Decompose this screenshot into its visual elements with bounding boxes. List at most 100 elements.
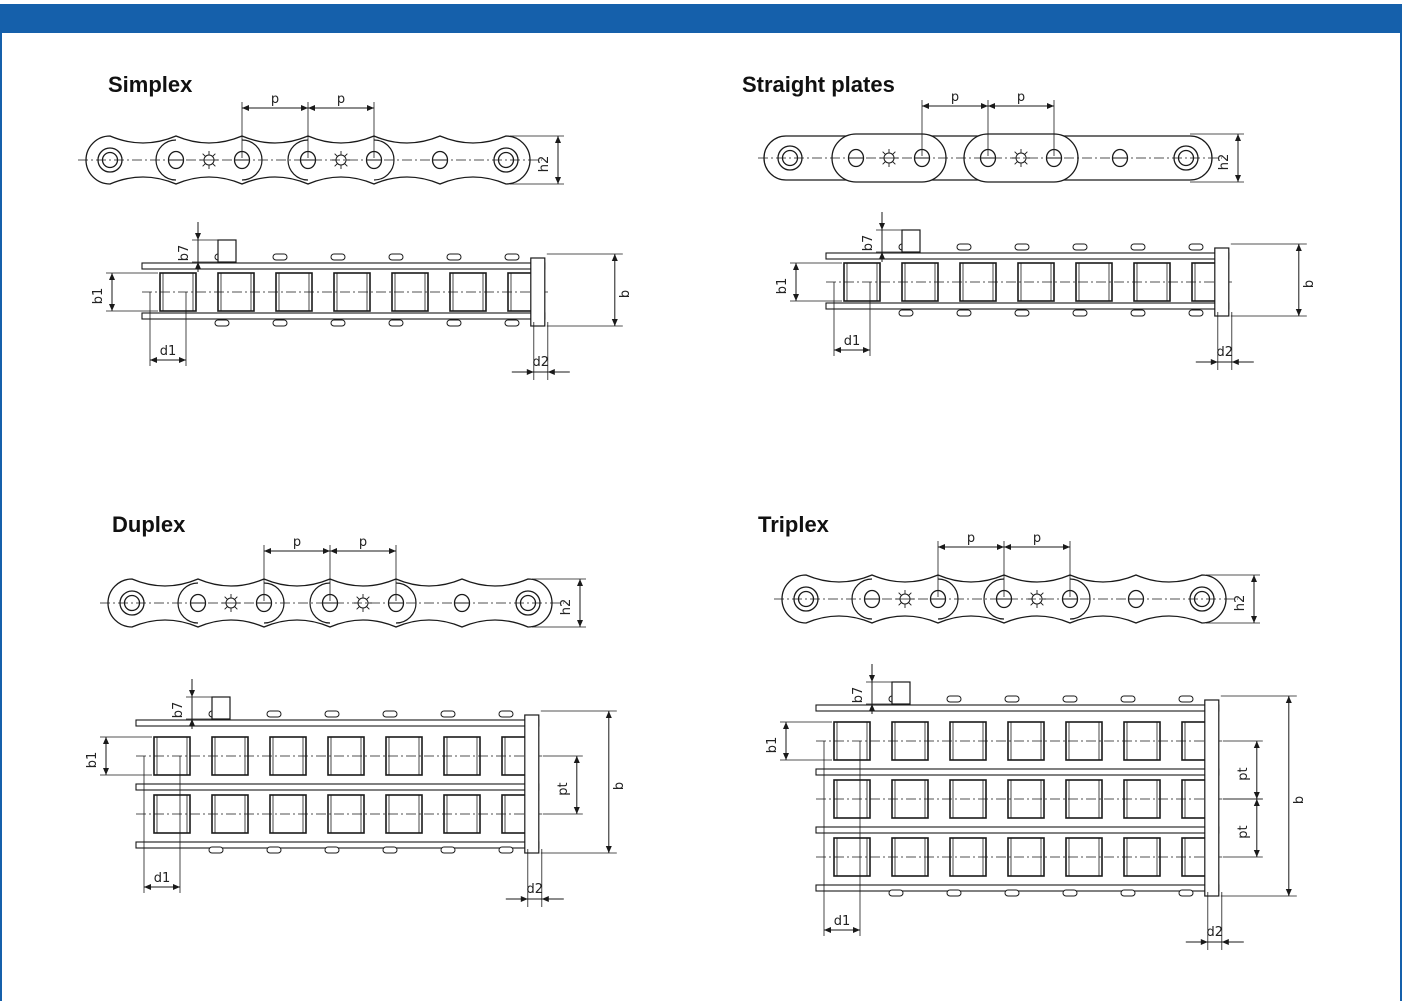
link-plate	[135, 719, 540, 727]
d2-label: d2	[1207, 925, 1224, 940]
b1-label: b1	[91, 288, 106, 305]
pin-head	[946, 695, 962, 703]
pin-head	[1120, 889, 1136, 897]
arrowhead	[605, 846, 612, 853]
arrowhead	[144, 884, 151, 890]
link-plate	[141, 262, 546, 270]
pitch-label: p	[359, 535, 367, 550]
pin-head	[498, 846, 514, 854]
arrowhead	[109, 304, 115, 311]
b-label: b	[618, 290, 633, 298]
center-mark-icon	[1012, 149, 1030, 167]
inner-plate-arc	[309, 582, 331, 624]
arrowhead	[783, 722, 789, 729]
header-bar	[0, 0, 1402, 33]
pin-head	[330, 253, 346, 261]
d1-label: d1	[844, 334, 861, 349]
pin-head	[1130, 243, 1146, 251]
arrowhead	[1285, 889, 1292, 896]
b7-label: b7	[177, 245, 192, 262]
end-pin	[1214, 247, 1230, 317]
connecting-pin	[891, 681, 911, 705]
arrowhead	[179, 357, 186, 363]
arrowhead	[922, 103, 929, 109]
arrowhead	[573, 807, 580, 814]
arrowhead	[189, 719, 195, 726]
pin-head	[1178, 889, 1194, 897]
pin-head	[330, 319, 346, 327]
pin-head	[208, 846, 224, 854]
connecting-pin	[901, 229, 921, 253]
pin-head	[388, 319, 404, 327]
arrowhead	[1063, 544, 1070, 550]
pin-head	[266, 710, 282, 718]
b-label: b	[1292, 796, 1307, 804]
arrowhead	[189, 690, 195, 697]
pin-head	[1014, 243, 1030, 251]
arrowhead	[1004, 544, 1011, 550]
arrowhead	[555, 177, 561, 184]
pin-head	[324, 846, 340, 854]
pin-head	[504, 253, 520, 261]
arrowhead	[869, 675, 875, 682]
arrowhead	[824, 927, 831, 933]
pin-head	[1062, 695, 1078, 703]
h2-label: h2	[559, 599, 574, 616]
d2-label: d2	[1217, 345, 1234, 360]
pin-head	[446, 319, 462, 327]
arrowhead	[103, 768, 109, 775]
arrowhead	[1200, 939, 1208, 945]
arrowhead	[869, 704, 875, 711]
arrowhead	[389, 548, 396, 554]
arrowhead	[1253, 850, 1260, 857]
arrowhead	[150, 357, 157, 363]
arrowhead	[308, 105, 315, 111]
pin-head	[440, 846, 456, 854]
inner-plate-arc	[983, 578, 1005, 620]
arrowhead	[997, 544, 1004, 550]
pin-head	[504, 319, 520, 327]
arrowhead	[783, 753, 789, 760]
arrowhead	[1235, 175, 1241, 182]
end-pin	[1204, 699, 1220, 897]
arrowhead	[611, 254, 618, 261]
link-plate	[825, 302, 1230, 310]
pin-head	[498, 710, 514, 718]
pin-head	[1178, 695, 1194, 703]
arrowhead	[573, 756, 580, 763]
b-label: b	[1302, 280, 1317, 288]
link-plate	[825, 252, 1230, 260]
arrowhead	[173, 884, 180, 890]
arrowhead	[103, 737, 109, 744]
h2-label: h2	[537, 156, 552, 173]
arrowhead	[109, 273, 115, 280]
pin-head	[1130, 309, 1146, 317]
end-pin	[530, 257, 546, 327]
d1-label: d1	[154, 871, 171, 886]
arrowhead	[264, 548, 271, 554]
link-plate	[135, 783, 540, 791]
pin-head	[382, 846, 398, 854]
pin-head	[1120, 695, 1136, 703]
pitch-label: p	[293, 535, 301, 550]
pin-head	[272, 319, 288, 327]
arrowhead	[541, 896, 549, 902]
arrowhead	[1285, 696, 1292, 703]
pin-head	[272, 253, 288, 261]
pin-head	[382, 710, 398, 718]
outer-plate-outline	[85, 135, 531, 185]
arrowhead	[1231, 359, 1239, 365]
arrowhead	[834, 347, 841, 353]
arrowhead	[981, 103, 988, 109]
arrowhead	[301, 105, 308, 111]
